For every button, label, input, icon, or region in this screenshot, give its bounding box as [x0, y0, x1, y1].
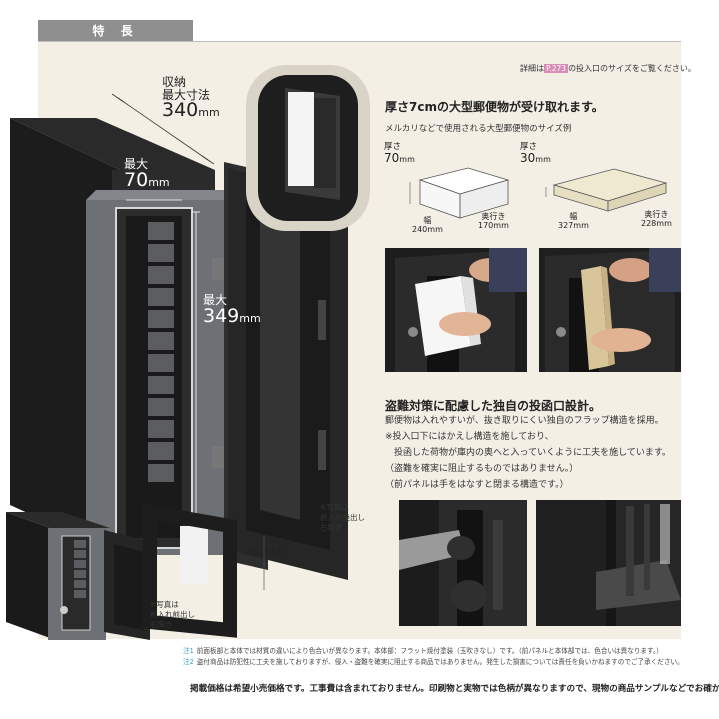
small-mailbox-illustration — [6, 503, 237, 640]
page-ref-badge[interactable]: P.273 — [544, 64, 569, 73]
box-b-illustration — [545, 168, 668, 212]
photo-insert-box-b — [539, 248, 681, 372]
storage-dim-label: 収納 最大寸法 340mm — [162, 75, 220, 122]
photo-interior — [536, 500, 681, 626]
flap-slats — [148, 222, 174, 482]
box-a-illustration — [409, 167, 510, 219]
section2-heading: 盗難対策に配慮した独自の投函口設計。 — [385, 399, 602, 413]
inset-insert-photo — [246, 65, 370, 231]
section1-heading: 厚さ7cmの大型郵便物が受け取れます。 — [385, 100, 604, 114]
mailbox-illustration — [6, 65, 370, 640]
photo-gloved-hand — [399, 500, 527, 626]
price-disclaimer: 掲載価格は希望小売価格です。工事費は含まれておりません。印刷物と実物では色柄が異… — [190, 684, 719, 694]
width-dim-label: 最大 70mm — [124, 157, 170, 191]
depth-dim-line — [117, 97, 209, 161]
box-a-width: 幅 240mm — [412, 216, 443, 235]
front-panel-label: 前パネル — [250, 548, 287, 558]
box-b-thickness: 厚さ 30mm — [520, 142, 551, 166]
hinge-bottom — [212, 446, 224, 468]
body-top — [10, 118, 215, 170]
section2-body: 郵便物は入れやすいが、抜き取りにくい独自のフラップ構造を採用。 ※投入口下にはか… — [385, 416, 671, 490]
section-tab: 特 長 — [38, 20, 193, 42]
box-a-depth: 奥行き 170mm — [478, 212, 509, 231]
photo-note-main: ※写真は 前入れ後出し 右開き — [320, 503, 365, 533]
photo-insert-box-a — [385, 248, 527, 372]
header-rule — [38, 41, 681, 42]
box-b-width: 幅 327mm — [558, 212, 589, 231]
box-a-thickness: 厚さ 70mm — [384, 142, 415, 166]
section1-sub: メルカリなどで使用される大型郵便物のサイズ例 — [385, 124, 572, 134]
hinge-top — [212, 258, 224, 280]
height-dim-label: 最大 349mm — [203, 293, 261, 327]
photo-note-small: ※写真は 前入れ前出し 右開き — [150, 600, 195, 630]
box-b-depth: 奥行き 228mm — [641, 210, 672, 229]
